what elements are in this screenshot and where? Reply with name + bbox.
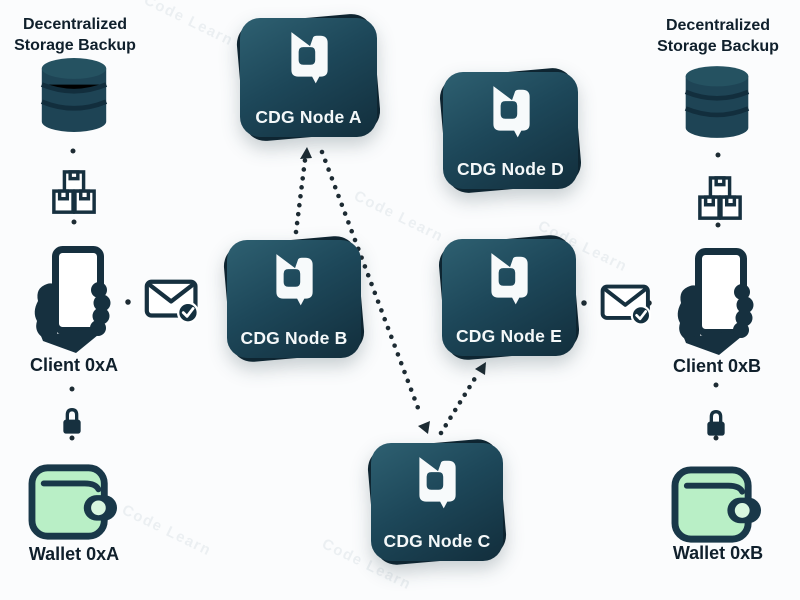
cdg-logo-icon xyxy=(276,254,313,306)
wallet-label-left: Wallet 0xA xyxy=(28,544,120,564)
cdg-node-e: CDG Node E xyxy=(437,233,581,362)
cdg-logo-icon xyxy=(492,86,530,138)
node-label: CDG Node A xyxy=(255,107,362,127)
packages-icon-right xyxy=(698,176,742,220)
wallet-icon-right xyxy=(671,466,761,543)
wallet-label-right: Wallet 0xB xyxy=(672,543,764,563)
storage-backup-label-right: Decentralized Storage Backup xyxy=(657,17,779,56)
node-label: CDG Node D xyxy=(457,159,564,179)
storage-backup-label-left: Decentralized Storage Backup xyxy=(14,16,136,55)
lock-icon-left xyxy=(63,407,81,434)
cdg-node-d: CDG Node D xyxy=(438,66,583,195)
cdg-logo-icon xyxy=(419,457,456,509)
wallet-icon-left xyxy=(28,464,117,540)
database-icon-left xyxy=(40,58,108,132)
cdg-node-a: CDG Node A xyxy=(235,12,382,143)
database-icon-right xyxy=(684,66,750,138)
verified-message-icon-right xyxy=(600,284,652,326)
packages-icon-left xyxy=(52,170,96,214)
node-face: CDG Node C xyxy=(371,443,503,561)
client-label-left: Client 0xA xyxy=(29,355,119,375)
cdg-logo-icon xyxy=(491,253,528,305)
arrowheads xyxy=(300,147,486,434)
cdg-node-b: CDG Node B xyxy=(222,234,366,364)
client-phone-icon-left xyxy=(34,246,111,353)
cdg-node-c: CDG Node C xyxy=(366,437,508,567)
client-phone-icon-right xyxy=(677,248,754,355)
client-label-right: Client 0xB xyxy=(672,356,762,376)
node-face: CDG Node A xyxy=(240,18,377,137)
node-label: CDG Node E xyxy=(455,326,563,346)
node-label: CDG Node C xyxy=(383,531,491,551)
node-face: CDG Node B xyxy=(227,240,361,358)
node-face: CDG Node E xyxy=(442,239,576,356)
cdg-logo-icon xyxy=(290,32,328,84)
node-label: CDG Node B xyxy=(240,328,348,348)
lock-icon-right xyxy=(707,409,725,436)
verified-message-icon-left xyxy=(144,279,199,324)
node-face: CDG Node D xyxy=(443,72,578,189)
